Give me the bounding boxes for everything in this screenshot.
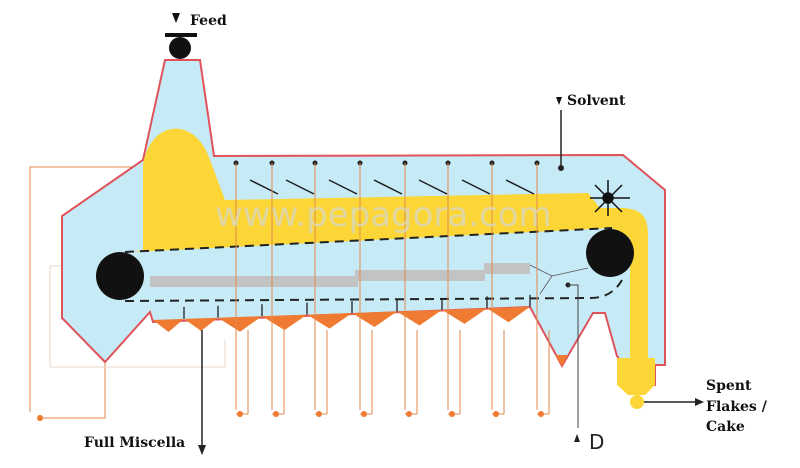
trough [352, 311, 397, 328]
trough [153, 318, 184, 332]
pump [316, 411, 322, 417]
full-miscella-label: Full Miscella [84, 435, 185, 451]
full-miscella-arrow-icon [198, 445, 206, 455]
screen-bar [150, 276, 358, 287]
trough [487, 306, 530, 323]
spent-label-3: Cake [706, 419, 745, 435]
solvent-label: Solvent [567, 93, 626, 109]
trough [184, 317, 218, 331]
trough [262, 314, 307, 331]
pump [406, 411, 412, 417]
pump [273, 411, 279, 417]
spent-arrow-icon [695, 398, 704, 406]
solvent-arrow-icon [556, 97, 562, 105]
pump [449, 411, 455, 417]
discharge-hopper [617, 358, 655, 395]
pump [237, 411, 243, 417]
belt-top [124, 227, 613, 253]
miscella-troughs [153, 294, 531, 332]
drum-right [586, 229, 634, 277]
spent-label-2: Flakes / [706, 399, 768, 415]
pump [37, 415, 43, 421]
spray-deflector [505, 179, 535, 195]
belt-bottom [124, 279, 623, 302]
trough [218, 316, 262, 332]
trough-last [555, 355, 568, 366]
spray-deflector [285, 179, 315, 195]
sprayers [233, 160, 550, 417]
discharge-valve [630, 395, 644, 409]
d-arrow-icon [574, 434, 580, 442]
spray-deflector [418, 179, 448, 195]
drain-pipe-left [40, 362, 106, 419]
spray-deflector [249, 179, 279, 195]
drum-left [96, 252, 144, 300]
feed-rotary-valve [169, 37, 191, 59]
screen-bar [355, 270, 485, 281]
feed-label: Feed [190, 13, 227, 29]
spray-deflector [328, 179, 358, 195]
trough [307, 313, 352, 329]
spray-deflector [373, 179, 403, 195]
solvent-nozzle [558, 165, 564, 171]
d-line [568, 284, 579, 428]
pump [361, 411, 367, 417]
watermark: www.pepagora.com [215, 195, 552, 235]
feed-arrow-icon [172, 13, 180, 23]
trough [442, 308, 487, 324]
screen-bar [484, 263, 530, 274]
rotary-star-icon [590, 180, 630, 216]
feed-plate [165, 33, 197, 37]
pump [538, 411, 544, 417]
spent-label-1: Spent [706, 378, 752, 394]
spray-deflector [461, 179, 491, 195]
pump [493, 411, 499, 417]
trough [397, 309, 442, 326]
d-label: D [589, 430, 604, 454]
